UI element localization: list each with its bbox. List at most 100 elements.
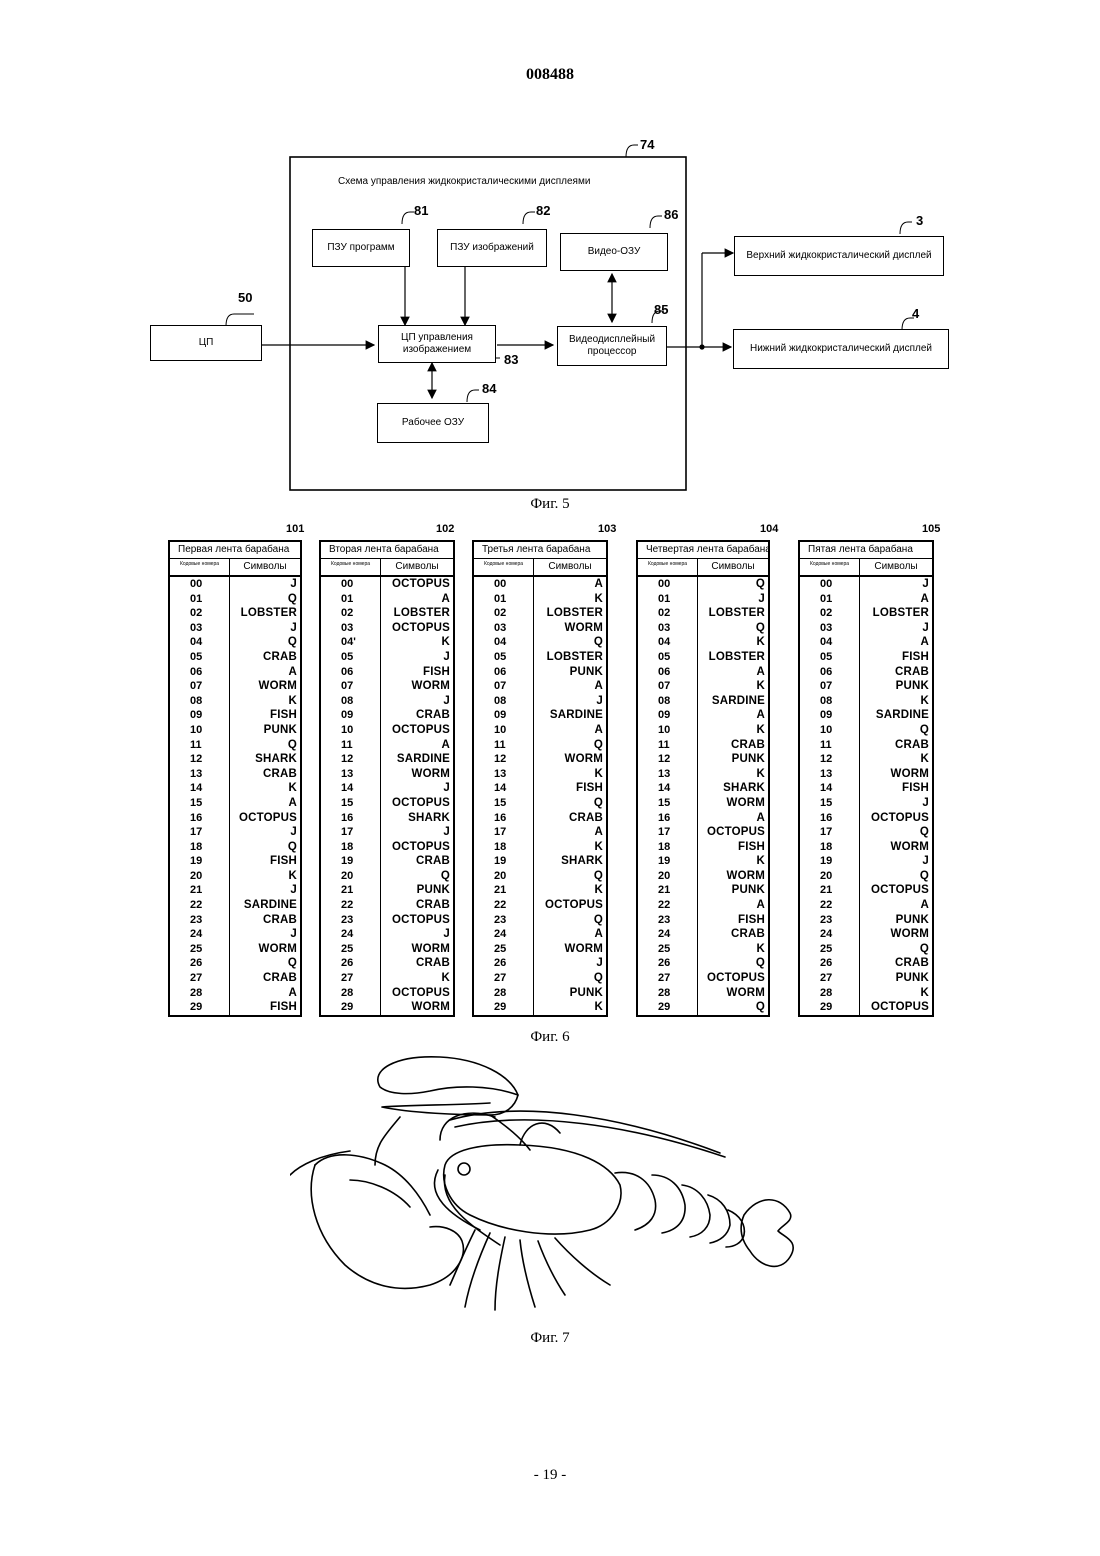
code-cell: 08: [321, 694, 381, 709]
code-cell: 17: [474, 825, 534, 840]
code-cell: 29: [170, 1000, 230, 1015]
table-row: 14FISH: [474, 781, 606, 796]
reel-strip-title: Вторая лента барабана: [321, 542, 453, 559]
symbol-cell: A: [534, 723, 606, 738]
table-row: 06A: [638, 665, 768, 680]
symbol-cell: A: [381, 592, 453, 607]
symbol-cell: CRAB: [381, 956, 453, 971]
code-cell: 00: [321, 577, 381, 592]
table-row: 20K: [170, 869, 300, 884]
symbol-cell: WORM: [230, 942, 300, 957]
table-row: 21PUNK: [638, 883, 768, 898]
code-cell: 02: [800, 606, 860, 621]
symbol-cell: Q: [860, 825, 932, 840]
code-cell: 18: [321, 840, 381, 855]
table-row: 19K: [638, 854, 768, 869]
code-cell: 28: [170, 986, 230, 1001]
table-row: 12SARDINE: [321, 752, 453, 767]
code-cell: 07: [474, 679, 534, 694]
reel-strip-4: Четвертая лента барабанаКодовые номераСи…: [636, 540, 770, 1017]
code-cell: 00: [638, 577, 698, 592]
table-row: 21J: [170, 883, 300, 898]
table-row: 10A: [474, 723, 606, 738]
symbol-cell: A: [698, 898, 768, 913]
table-row: 09CRAB: [321, 708, 453, 723]
reel-strip-title: Первая лента барабана: [170, 542, 300, 559]
table-row: 00Q: [638, 577, 768, 592]
table-row: 09A: [638, 708, 768, 723]
symbol-column-header: Символы: [230, 559, 300, 575]
code-cell: 27: [321, 971, 381, 986]
figure-5-block-diagram: Схема управления жидкокристалическими ди…: [0, 130, 1100, 520]
code-cell: 14: [170, 781, 230, 796]
symbol-cell: OCTOPUS: [381, 840, 453, 855]
symbol-cell: J: [860, 621, 932, 636]
table-row: 23CRAB: [170, 913, 300, 928]
symbol-cell: CRAB: [230, 913, 300, 928]
ref-3: 3: [916, 213, 923, 228]
code-cell: 02: [474, 606, 534, 621]
symbol-cell: LOBSTER: [698, 650, 768, 665]
strip-ref-1: 101: [286, 523, 304, 535]
symbol-cell: FISH: [230, 854, 300, 869]
code-cell: 00: [170, 577, 230, 592]
table-row: 04Q: [170, 635, 300, 650]
symbol-cell: Q: [860, 869, 932, 884]
table-row: 04K: [638, 635, 768, 650]
symbol-cell: J: [534, 956, 606, 971]
symbol-column-header: Символы: [860, 559, 932, 575]
table-row: 15Q: [474, 796, 606, 811]
table-row: 29FISH: [170, 1000, 300, 1015]
ref-82: 82: [536, 203, 550, 218]
table-row: 02LOBSTER: [170, 606, 300, 621]
code-cell: 26: [321, 956, 381, 971]
code-cell: 15: [170, 796, 230, 811]
strip-ref-4: 104: [760, 523, 778, 535]
symbol-cell: FISH: [534, 781, 606, 796]
reel-strip-2: Вторая лента барабанаКодовые номераСимво…: [319, 540, 455, 1017]
table-row: 25K: [638, 942, 768, 957]
code-cell: 12: [800, 752, 860, 767]
symbol-cell: CRAB: [860, 738, 932, 753]
code-cell: 01: [321, 592, 381, 607]
code-cell: 09: [170, 708, 230, 723]
symbol-cell: K: [230, 694, 300, 709]
symbol-cell: K: [381, 971, 453, 986]
code-cell: 18: [474, 840, 534, 855]
symbol-cell: K: [698, 942, 768, 957]
reel-strip-title: Четвертая лента барабана: [638, 542, 768, 559]
code-cell: 29: [474, 1000, 534, 1015]
table-row: 01K: [474, 592, 606, 607]
video-processor-block: Видеодисплейный процессор: [557, 326, 667, 366]
code-cell: 09: [474, 708, 534, 723]
symbol-cell: A: [698, 708, 768, 723]
code-cell: 14: [800, 781, 860, 796]
table-row: 17OCTOPUS: [638, 825, 768, 840]
symbol-cell: FISH: [698, 840, 768, 855]
code-cell: 03: [800, 621, 860, 636]
symbol-cell: FISH: [860, 781, 932, 796]
symbol-cell: Q: [860, 723, 932, 738]
code-cell: 04: [170, 635, 230, 650]
ref-74: 74: [640, 137, 654, 152]
symbol-cell: CRAB: [230, 650, 300, 665]
ref-83: 83: [504, 352, 518, 367]
table-row: 22SARDINE: [170, 898, 300, 913]
table-row: 15WORM: [638, 796, 768, 811]
ref-85: 85: [654, 302, 668, 317]
table-row: 00J: [800, 577, 932, 592]
symbol-cell: J: [860, 577, 932, 592]
code-cell: 19: [638, 854, 698, 869]
symbol-cell: Q: [698, 1000, 768, 1015]
code-cell: 22: [170, 898, 230, 913]
symbol-cell: PUNK: [860, 971, 932, 986]
table-row: 07A: [474, 679, 606, 694]
table-row: 14SHARK: [638, 781, 768, 796]
code-cell: 29: [800, 1000, 860, 1015]
code-column-header: Кодовые номера: [474, 559, 534, 575]
symbol-cell: K: [698, 635, 768, 650]
symbol-cell: A: [534, 825, 606, 840]
symbol-cell: CRAB: [534, 811, 606, 826]
symbol-cell: WORM: [230, 679, 300, 694]
code-cell: 05: [800, 650, 860, 665]
